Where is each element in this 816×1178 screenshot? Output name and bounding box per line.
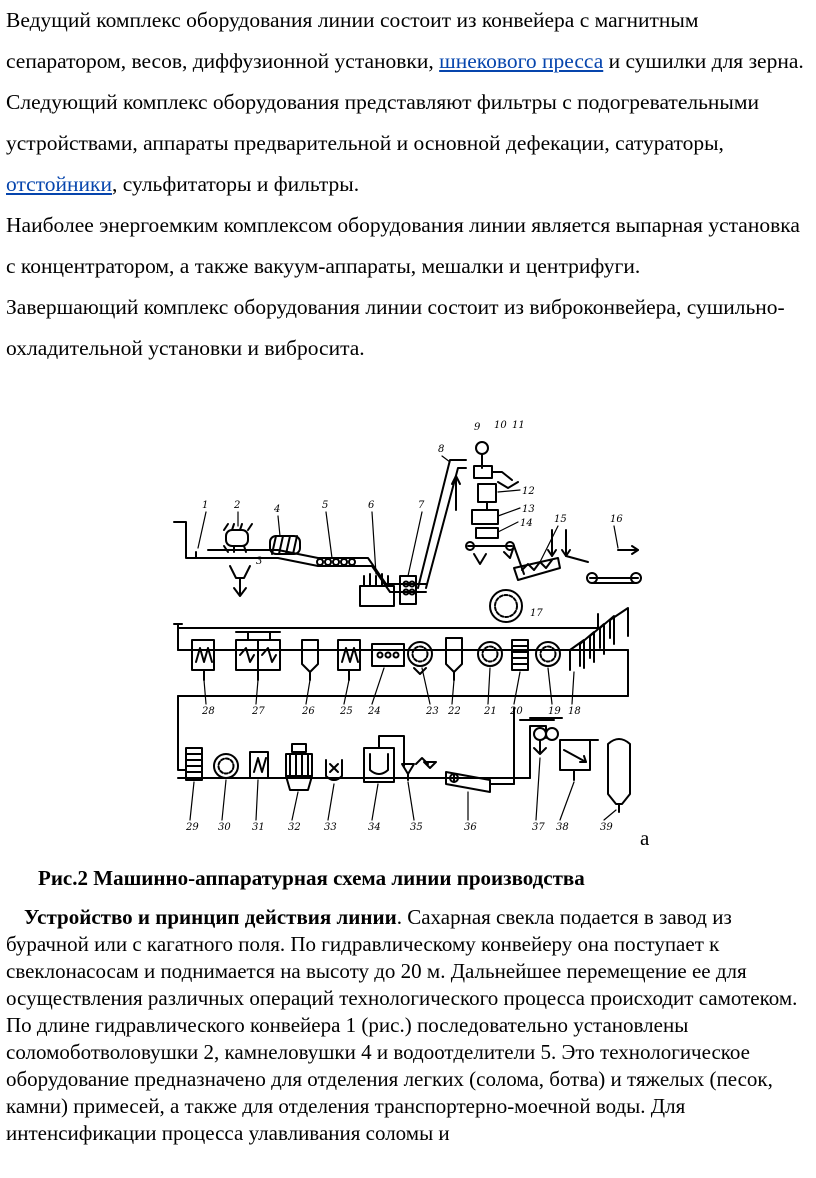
label-37: 37 [532,822,545,833]
label-21: 21 [483,706,497,717]
label-18: 18 [568,706,581,717]
label-14: 14 [520,518,533,529]
label-39: 39 [600,822,613,833]
label-13: 13 [522,504,535,515]
diagram-labels: 1 2 3 4 5 6 7 8 9 10 11 12 13 14 15 16 1… [185,420,623,833]
label-22: 22 [447,706,461,717]
label-32: 32 [288,822,301,833]
figure-letter: а [640,826,650,850]
label-1: 1 [202,500,208,511]
label-25: 25 [339,706,353,717]
label-24: 24 [367,706,381,717]
paragraph-1: Ведущий комплекс оборудования линии сост… [6,8,804,73]
section-heading: Устройство и принцип действия линии [24,905,397,929]
row-2-equipment [173,589,629,711]
label-26: 26 [301,706,315,717]
paragraph-2: Следующий комплекс оборудования представ… [6,90,759,196]
label-7: 7 [418,500,425,511]
figure-caption: Рис.2 Машинно-аппаратурная схема линии п… [38,866,585,890]
row-3-equipment [177,707,631,813]
process-flow-diagram: 1 2 3 4 5 6 7 8 9 10 11 12 13 14 15 16 1… [173,420,642,833]
label-4: 4 [273,504,280,515]
label-34: 34 [368,822,381,833]
label-35: 35 [410,822,423,833]
label-31: 31 [252,822,265,833]
label-15: 15 [554,514,567,525]
paragraph-3: Наиболее энергоемким комплексом оборудов… [6,213,800,278]
label-8: 8 [438,444,444,455]
label-20: 20 [509,706,523,717]
paragraph-4: Завершающий комплекс оборудования линии … [6,295,785,360]
label-16: 16 [610,514,623,525]
label-30: 30 [218,822,231,833]
label-2: 2 [233,500,240,511]
label-36: 36 [464,822,477,833]
label-3: 3 [256,556,262,567]
label-leader-lines [189,455,619,821]
screw-press-link[interactable]: шнекового пресса [439,49,604,73]
body-text: Устройство и принцип действия линии. Сах… [6,904,812,1147]
label-10: 10 [494,420,507,431]
label-19: 19 [548,706,561,717]
label-29: 29 [185,822,199,833]
intro-text: Ведущий комплекс оборудования линии сост… [6,0,814,369]
row-1-equipment [173,441,642,607]
label-27: 27 [251,706,265,717]
label-28: 28 [201,706,215,717]
body-paragraph: Устройство и принцип действия линии. Сах… [6,905,798,1145]
settlers-link[interactable]: отстойники [6,172,112,196]
label-33: 33 [324,822,337,833]
label-12: 12 [522,486,535,497]
label-9: 9 [474,422,481,433]
label-23: 23 [425,706,439,717]
label-6: 6 [368,500,375,511]
label-17: 17 [530,608,543,619]
label-11: 11 [512,420,525,431]
label-38: 38 [556,822,569,833]
label-5: 5 [322,500,328,511]
